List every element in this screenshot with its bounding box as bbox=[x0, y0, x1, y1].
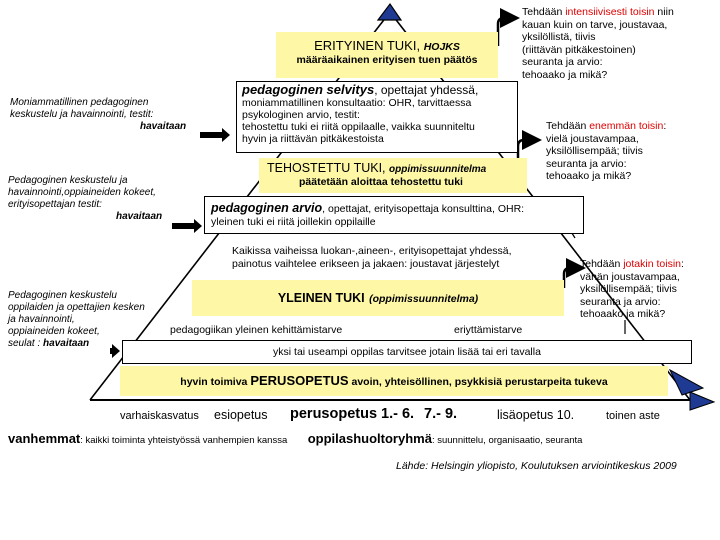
left-note3-tag: havaitaan bbox=[43, 338, 90, 349]
timeline-end-arrow-icon bbox=[689, 391, 716, 411]
oppilashuolto-label: oppilashuoltoryhmä bbox=[307, 431, 432, 446]
perusopetus-box: hyvin toimiva PERUSOPETUS avoin, yhteisö… bbox=[120, 366, 668, 396]
timeline-item: toinen aste bbox=[606, 410, 660, 422]
middle-note-kaikissa: Kaikissa vaiheissa luokan-,aineen-, erit… bbox=[232, 245, 512, 270]
note2-line: tehoaako ja mikä? bbox=[546, 170, 632, 182]
arvio-line2: yleinen tuki ei riitä joillekin oppilail… bbox=[211, 216, 376, 228]
timeline-item: lisäopetus 10. bbox=[497, 408, 575, 422]
pedagoginen-arvio-box: pedagoginen arvio, opettajat, erityisope… bbox=[204, 196, 584, 234]
left-note2-line: havainnointi,oppiaineiden kokeet, bbox=[8, 187, 156, 198]
pedagoginen-selvitys-box: pedagoginen selvitys, opettajat yhdessä,… bbox=[236, 81, 518, 153]
note2-prefix: Tehdään bbox=[546, 120, 590, 132]
need-label-left: pedagogiikan yleinen kehittämistarve bbox=[170, 324, 343, 336]
arvio-heading: pedagoginen arvio bbox=[211, 201, 323, 215]
note2-line: yksilöllisempää; tiivis bbox=[546, 145, 643, 157]
note3-line: seuranta ja arvio: bbox=[580, 295, 661, 308]
note1-line: tehoaako ja mikä? bbox=[522, 68, 608, 81]
left-note3-line: Pedagoginen keskustelu bbox=[8, 290, 117, 301]
note1-line: kauan kuin on tarve, joustavaa, bbox=[522, 18, 668, 31]
note3-line: vähän joustavampaa, bbox=[580, 270, 680, 283]
note3-suffix: : bbox=[681, 258, 684, 270]
selvitys-heading-suffix: , opettajat yhdessä, bbox=[374, 83, 479, 97]
yleinen-tuki-box: YLEINEN TUKI (oppimissuunnitelma) bbox=[192, 280, 564, 316]
timeline-item: esiopetus bbox=[214, 408, 268, 422]
left-note1-line: Moniammatillinen pedagoginen bbox=[10, 97, 149, 108]
apex-arrow-icon bbox=[376, 2, 403, 21]
selvitys-line: moniammatillinen konsultaatio: OHR, tarv… bbox=[242, 97, 472, 109]
tehostettu-tag: oppimissuunnitelma bbox=[389, 164, 487, 175]
left-note-pedagoginen: Pedagoginen keskustelu ja havainnointi,o… bbox=[8, 175, 162, 223]
left-note3-prefix: seulat : bbox=[8, 338, 44, 349]
selvitys-line: psykologinen arvio, testit: bbox=[242, 109, 360, 121]
erityinen-tuki-tag: HOJKS bbox=[423, 41, 460, 53]
middle-note-line: painotus vaihtelee erikseen ja jakaen: j… bbox=[232, 257, 500, 270]
source-caption: Lähde: Helsingin yliopisto, Koulutuksen … bbox=[396, 460, 677, 472]
erityinen-tuki-subtitle: määräaikainen erityisen tuen päätös bbox=[296, 54, 478, 66]
right-note-enemman: Tehdään enemmän toisin: vielä joustavamp… bbox=[546, 120, 666, 183]
arvio-heading-suffix: , opettajat, erityisopettaja konsulttina… bbox=[322, 203, 525, 215]
student-need-box: yksi tai useampi oppilas tarvitsee jotai… bbox=[122, 340, 692, 364]
note2-line: vielä joustavampaa, bbox=[546, 132, 639, 145]
note3-highlight: jotakin toisin bbox=[623, 258, 681, 270]
yleinen-tag: (oppimissuunnitelma) bbox=[369, 293, 479, 305]
left-note3-line: oppiaineiden kokeet, bbox=[8, 326, 100, 337]
timeline-arrow-icon bbox=[668, 368, 705, 396]
selvitys-line: tehostettu tuki ei riitä oppilaalle, vai… bbox=[242, 121, 475, 133]
bottom-row: vanhemmat: kaikki toiminta yhteistyössä … bbox=[8, 430, 582, 448]
selvitys-heading: pedagoginen selvitys bbox=[242, 82, 375, 97]
note1-line: (riittävän pitkäkestoinen) bbox=[522, 43, 636, 56]
note3-line: tehoaako ja mikä? bbox=[580, 308, 666, 320]
left-note-moniammatillinen: Moniammatillinen pedagoginen keskustelu … bbox=[10, 97, 186, 133]
left-arrow-2-icon bbox=[172, 219, 202, 233]
erityinen-tuki-box: ERITYINEN TUKI, HOJKS määräaikainen erit… bbox=[276, 32, 498, 78]
tehostettu-title: TEHOSTETTU TUKI, bbox=[267, 161, 386, 175]
left-note1-tag: havaitaan bbox=[140, 121, 187, 132]
note1-highlight: intensiivisesti toisin bbox=[565, 6, 655, 18]
note3-line: yksilöllisempää; tiivis bbox=[580, 283, 677, 295]
left-arrow-1-icon bbox=[200, 128, 230, 142]
note1-line: seuranta ja arvio: bbox=[522, 56, 603, 68]
right-note-intensive: Tehdään intensiivisesti toisin niin kaua… bbox=[522, 6, 674, 81]
perusopetus-suffix: avoin, yhteisöllinen, psykkisiä perustar… bbox=[348, 376, 608, 388]
left-arrow-3-icon bbox=[110, 344, 120, 358]
curved-arrow-3-icon bbox=[562, 258, 586, 288]
right-note-jotakin: Tehdään jotakin toisin: vähän joustavamp… bbox=[580, 258, 684, 321]
left-note2-tag: havaitaan bbox=[116, 211, 163, 222]
left-note3-line: ja havainnointi, bbox=[8, 314, 75, 325]
oppilashuolto-text: : suunnittelu, organisaatio, seuranta bbox=[431, 435, 583, 446]
curved-arrow-1-icon bbox=[496, 8, 520, 46]
left-note3-line: oppilaiden ja opettajien kesken bbox=[8, 302, 145, 313]
note1-prefix: Tehdään bbox=[522, 6, 566, 18]
timeline-item: varhaiskasvatus bbox=[120, 410, 199, 422]
vanhemmat-text: : kaikki toiminta yhteistyössä vanhempie… bbox=[80, 435, 288, 446]
left-note2-line: Pedagoginen keskustelu ja bbox=[8, 175, 128, 186]
note1-line: yksilöllistä, tiivis bbox=[522, 31, 596, 43]
note1-suffix: niin bbox=[654, 6, 674, 18]
note2-line: seuranta ja arvio: bbox=[546, 157, 627, 170]
tehostettu-tuki-box: TEHOSTETTU TUKI, oppimissuunnitelma päät… bbox=[259, 158, 527, 193]
left-note-keskustelu: Pedagoginen keskustelu oppilaiden ja ope… bbox=[8, 290, 145, 350]
left-note2-line: erityisopettajan testit: bbox=[8, 199, 102, 210]
left-note1-line: keskustelu ja havainnointi, testit: bbox=[10, 109, 154, 120]
note3-prefix: Tehdään bbox=[580, 258, 624, 270]
timeline-item: 7.- 9. bbox=[424, 406, 458, 422]
note2-suffix: : bbox=[663, 120, 667, 132]
tehostettu-subtitle: päätetään aloittaa tehostettu tuki bbox=[299, 176, 463, 188]
middle-note-line: Kaikissa vaiheissa luokan-,aineen-, erit… bbox=[232, 245, 512, 257]
perusopetus-prefix: hyvin toimiva bbox=[180, 376, 251, 388]
timeline-item: perusopetus 1.- 6. bbox=[290, 406, 415, 422]
erityinen-tuki-title: ERITYINEN TUKI, bbox=[314, 38, 421, 53]
note2-highlight: enemmän toisin bbox=[589, 120, 664, 132]
perusopetus-emph: PERUSOPETUS bbox=[250, 373, 349, 388]
curved-arrow-2-icon bbox=[516, 130, 542, 158]
selvitys-line: hyvin ja riittävän pitkäkestoista bbox=[242, 133, 384, 145]
yleinen-title: YLEINEN TUKI bbox=[277, 291, 365, 305]
need-label-right: eriyttämistarve bbox=[454, 324, 523, 336]
vanhemmat-label: vanhemmat bbox=[8, 431, 81, 446]
